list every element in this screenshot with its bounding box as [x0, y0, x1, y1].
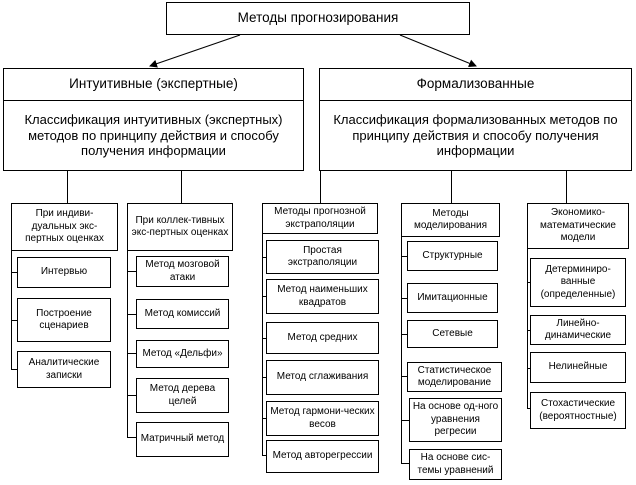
arrow-to-intuitive: [149, 34, 241, 68]
extrapolation-item: Метод средних: [266, 322, 379, 354]
connector: [11, 240, 12, 370]
econ-item: Детерминиро-ванные (определенные): [530, 258, 626, 307]
individual-item: Аналитические записки: [17, 351, 111, 388]
connector: [401, 376, 407, 377]
collective-header: При коллек-тивных экс-пертных оценках: [127, 203, 233, 251]
connector: [127, 395, 136, 396]
arrow-to-formal: [399, 34, 477, 68]
connector: [451, 171, 452, 203]
statistical-sub-item: На основе од-ного уравнения регресии: [409, 398, 502, 442]
connector: [127, 437, 136, 438]
connector: [527, 330, 530, 331]
connector: [11, 320, 17, 321]
collective-item: Метод «Дельфи»: [136, 340, 229, 368]
individual-item: Интервью: [17, 257, 111, 288]
connector: [401, 436, 402, 464]
extrapolation-item: Простая экстраполяции: [266, 240, 379, 274]
connector: [527, 408, 530, 409]
connector: [401, 298, 407, 299]
connector: [262, 296, 266, 297]
extrapolation-item: Метод гармони-ческих весов: [266, 401, 379, 436]
modeling-item: Структурные: [407, 241, 498, 271]
extrapolation-item: Метод наименьших квадратов: [266, 279, 379, 314]
connector: [401, 463, 409, 464]
connector: [320, 171, 321, 203]
statistical-sub-item: На основе сис-темы уравнений: [409, 449, 502, 480]
collective-item: Метод дерева целей: [136, 378, 229, 413]
formal-title-box: Формализованные: [319, 68, 632, 101]
econ-item: Нелинейные: [530, 352, 626, 383]
collective-item: Матричный метод: [136, 422, 229, 457]
econ-header: Экономико-математические модели: [527, 203, 629, 249]
modeling-item: Статистическое моделирование: [407, 362, 502, 392]
connector: [527, 282, 530, 283]
connector: [527, 368, 530, 369]
connector: [181, 171, 182, 203]
connector: [401, 256, 407, 257]
connector: [11, 369, 17, 370]
connector: [127, 314, 136, 315]
econ-item: Линейно-динамические: [530, 315, 626, 345]
connector: [262, 338, 266, 339]
connector: [127, 240, 128, 438]
individual-item: Построение сценариев: [17, 298, 111, 342]
extrapolation-item: Метод авторегрессии: [266, 440, 379, 473]
connector: [127, 271, 136, 272]
connector: [527, 248, 528, 408]
formal-classification-box: Классификация формализованных методов по…: [319, 100, 632, 171]
connector: [262, 232, 263, 456]
intuitive-title-box: Интуитивные (экспертные): [3, 68, 304, 101]
individual-header: При индиви-дуальных экс-пертных оценках: [11, 203, 118, 251]
intuitive-classification-box: Классификация интуитивных (экспертных) м…: [3, 100, 304, 171]
connector: [401, 236, 402, 436]
connector: [566, 171, 567, 203]
connector: [401, 420, 409, 421]
collective-item: Метод мозговой атаки: [136, 256, 229, 287]
econ-item: Стохастические (вероятностные): [530, 392, 626, 429]
root-box: Методы прогнозирования: [166, 2, 470, 35]
modeling-header: Методы моделирования: [401, 203, 500, 237]
connector: [262, 257, 266, 258]
modeling-item: Сетевые: [407, 320, 498, 348]
connector: [67, 171, 68, 203]
connector: [262, 377, 266, 378]
extrapolation-header: Методы прогнозной экстраполяции: [262, 203, 378, 234]
connector: [11, 272, 17, 273]
modeling-item: Имитационные: [407, 283, 498, 313]
connector: [401, 334, 407, 335]
connector: [262, 455, 266, 456]
collective-item: Метод комиссий: [136, 299, 229, 329]
connector: [262, 418, 266, 419]
connector: [127, 353, 136, 354]
extrapolation-item: Метод сглаживания: [266, 360, 379, 395]
